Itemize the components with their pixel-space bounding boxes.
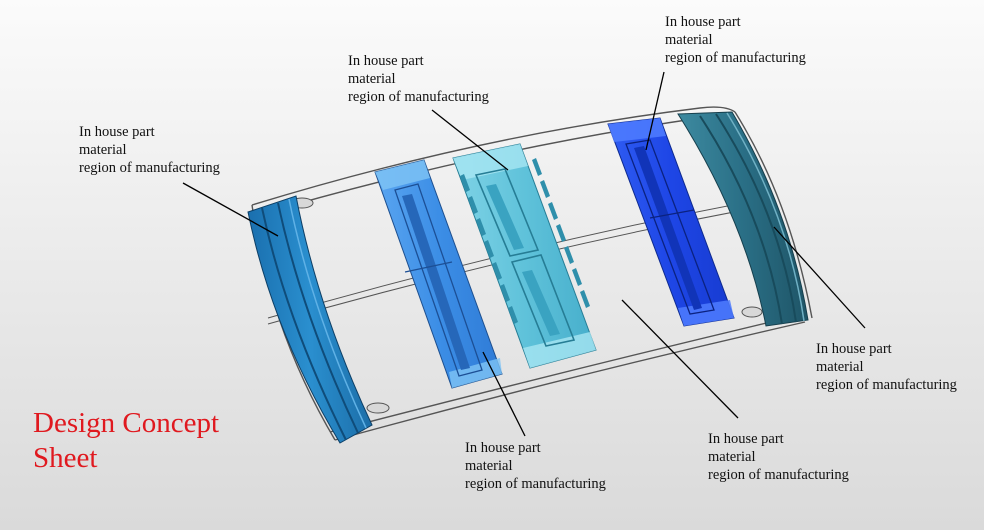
- annotation-top-right: In house part material region of manufac…: [665, 13, 806, 67]
- annotation-bottom-right: In house part material region of manufac…: [708, 430, 849, 484]
- annotation-line-part: In house part: [79, 124, 155, 140]
- strip-part-bright-blue: [607, 117, 735, 327]
- annotation-top-center: In house part material region of manufac…: [348, 52, 489, 106]
- leader-line: [482, 351, 526, 437]
- strip-part-medium-blue: [374, 159, 503, 389]
- annotation-line-region: region of manufacturing: [79, 160, 220, 176]
- leader-line: [182, 182, 279, 237]
- annotation-line-region: region of manufacturing: [465, 476, 606, 492]
- mount-hole: [366, 402, 390, 414]
- annotation-line-part: In house part: [816, 341, 892, 357]
- annotation-left: In house part material region of manufac…: [79, 123, 220, 177]
- sheet-title: Design Concept Sheet: [33, 406, 219, 476]
- annotation-line-material: material: [708, 449, 756, 465]
- leader-line: [773, 226, 866, 329]
- annotation-line-region: region of manufacturing: [816, 377, 957, 393]
- right-rail-part: [677, 111, 809, 327]
- leader-line: [431, 109, 509, 171]
- annotation-line-part: In house part: [348, 53, 424, 69]
- annotation-line-part: In house part: [665, 14, 741, 30]
- sheet-title-line: Sheet: [33, 442, 98, 474]
- sheet-title-line: Design Concept: [33, 407, 220, 439]
- left-rail-part: [247, 195, 373, 444]
- leader-line: [645, 71, 665, 151]
- annotation-line-material: material: [816, 359, 864, 375]
- annotation-line-material: material: [665, 32, 713, 48]
- annotation-line-part: In house part: [465, 440, 541, 456]
- annotation-line-material: material: [79, 142, 127, 158]
- mount-hole: [741, 306, 763, 318]
- annotation-line-material: material: [348, 71, 396, 87]
- annotation-line-region: region of manufacturing: [708, 467, 849, 483]
- annotation-line-region: region of manufacturing: [665, 50, 806, 66]
- annotation-bottom-center: In house part material region of manufac…: [465, 439, 606, 493]
- annotation-right: In house part material region of manufac…: [816, 340, 957, 394]
- annotation-line-material: material: [465, 458, 513, 474]
- strip-part-light-cyan: [452, 143, 597, 369]
- leader-line: [621, 299, 739, 419]
- annotation-line-part: In house part: [708, 431, 784, 447]
- annotation-line-region: region of manufacturing: [348, 89, 489, 105]
- leader-lines: [182, 71, 866, 437]
